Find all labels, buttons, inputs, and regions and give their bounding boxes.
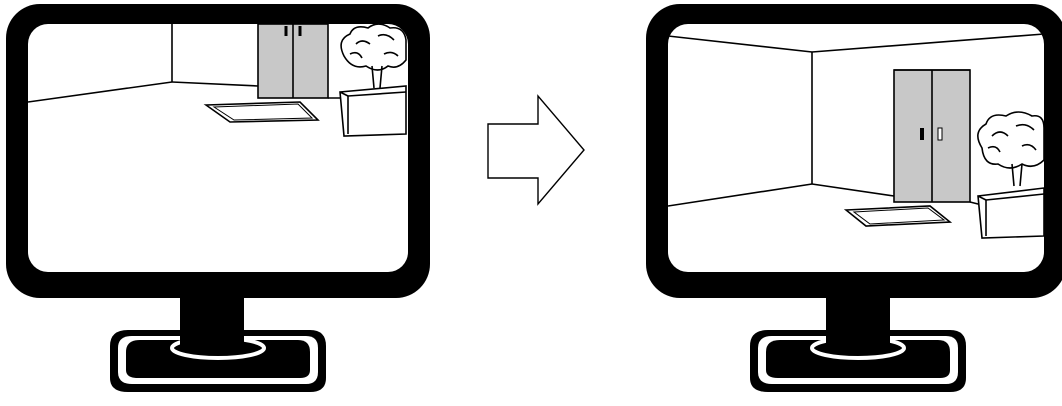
floor-mat-icon xyxy=(846,206,950,226)
monitor-before xyxy=(6,4,430,392)
monitor-after xyxy=(646,4,1062,392)
door-icon xyxy=(258,24,340,98)
outline-arrow-icon xyxy=(488,96,584,204)
